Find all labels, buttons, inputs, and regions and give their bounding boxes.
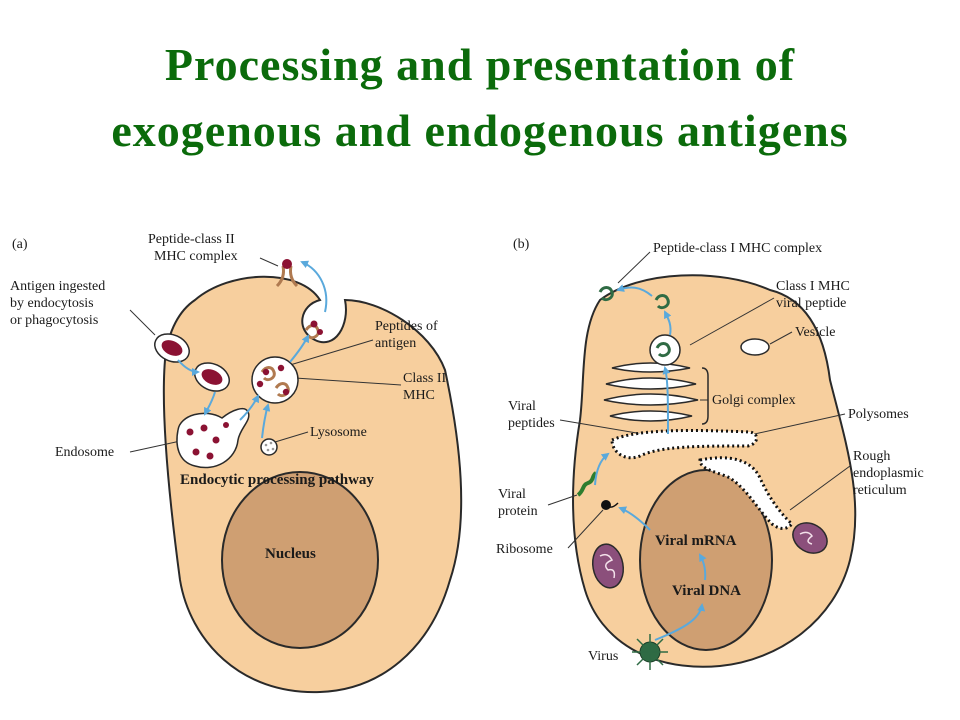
label-viral-dna: Viral DNA bbox=[672, 583, 741, 599]
surface-class-i-complex-2 bbox=[654, 294, 670, 310]
class-i-mhc-in-vesicle bbox=[655, 342, 671, 358]
virus-particle bbox=[632, 634, 668, 670]
panel-b: (b) Peptide-class I MHC complex Class I … bbox=[496, 237, 924, 670]
label-or-phagocytosis: or phagocytosis bbox=[10, 313, 98, 328]
label-endosome: Endosome bbox=[55, 445, 114, 460]
label-reticulum: reticulum bbox=[853, 483, 907, 498]
rough-er bbox=[610, 429, 795, 530]
label-peptide-class-ii: Peptide-class II bbox=[148, 232, 235, 247]
label-antigen: antigen bbox=[375, 336, 416, 351]
surface-class-i-complex-1 bbox=[598, 286, 614, 302]
viral-protein bbox=[576, 471, 598, 497]
label-class-ii: Class II bbox=[403, 371, 447, 386]
label-golgi: Golgi complex bbox=[712, 393, 796, 408]
panel-b-arrows bbox=[594, 284, 707, 641]
panel-b-label: (b) bbox=[513, 237, 530, 252]
mhc-complex-on-surface bbox=[275, 259, 299, 288]
label-rough: Rough bbox=[853, 449, 890, 464]
label-peptides: peptides bbox=[508, 416, 555, 431]
panel-a-arrows bbox=[177, 260, 328, 439]
label-viral-mrna: Viral mRNA bbox=[655, 533, 737, 549]
panel-a-leaders bbox=[129, 257, 402, 453]
title-line-2: exogenous and endogenous antigens bbox=[111, 105, 849, 156]
label-mhc: MHC bbox=[403, 388, 435, 403]
nucleus-a bbox=[221, 471, 379, 649]
label-vesicle: Vesicle bbox=[795, 325, 835, 340]
title-line-1: Processing and presentation of bbox=[164, 39, 796, 90]
antigen-blob-2 bbox=[201, 369, 223, 385]
label-viral-protein-2: protein bbox=[498, 504, 538, 519]
label-viral-protein-1: Viral bbox=[498, 487, 526, 502]
class-i-vesicle bbox=[649, 334, 681, 366]
panel-a: (a) Peptide-class II MHC complex Antigen… bbox=[10, 232, 463, 694]
antigen-blob-1 bbox=[161, 340, 183, 356]
golgi-complex bbox=[603, 362, 699, 422]
label-class-i-mhc: Class I MHC bbox=[776, 279, 850, 294]
label-peptides-of: Peptides of bbox=[375, 319, 438, 334]
golgi-bracket bbox=[701, 367, 709, 425]
label-mhc-complex: MHC complex bbox=[154, 249, 238, 264]
label-polysomes: Polysomes bbox=[848, 407, 909, 422]
peptide-loading-vesicle bbox=[251, 356, 299, 404]
label-endocytic-pathway: Endocytic processing pathway bbox=[180, 472, 374, 488]
lysosome bbox=[260, 438, 278, 456]
mitochondrion-right bbox=[792, 522, 828, 554]
label-lysosome: Lysosome bbox=[310, 425, 367, 440]
label-antigen-ingested: Antigen ingested bbox=[10, 279, 105, 294]
label-virus: Virus bbox=[588, 649, 618, 664]
lysosome-dots bbox=[264, 441, 275, 452]
mitochondrion-left bbox=[591, 543, 625, 589]
label-ribosome: Ribosome bbox=[496, 542, 553, 557]
label-by-endocytosis: by endocytosis bbox=[10, 296, 94, 311]
label-viral-peptide: viral peptide bbox=[776, 296, 846, 311]
label-peptide-class-i: Peptide-class I MHC complex bbox=[653, 241, 822, 256]
label-endoplasmic: endoplasmic bbox=[853, 466, 924, 481]
label-nucleus: Nucleus bbox=[265, 546, 316, 562]
endosome-fragments bbox=[186, 422, 229, 460]
panel-a-label: (a) bbox=[12, 237, 28, 252]
mhc-complex-in-pocket bbox=[304, 320, 323, 340]
label-viral: Viral bbox=[508, 399, 536, 414]
vesicle-b bbox=[740, 338, 770, 356]
class-ii-mhc-in-vesicle bbox=[256, 364, 290, 398]
